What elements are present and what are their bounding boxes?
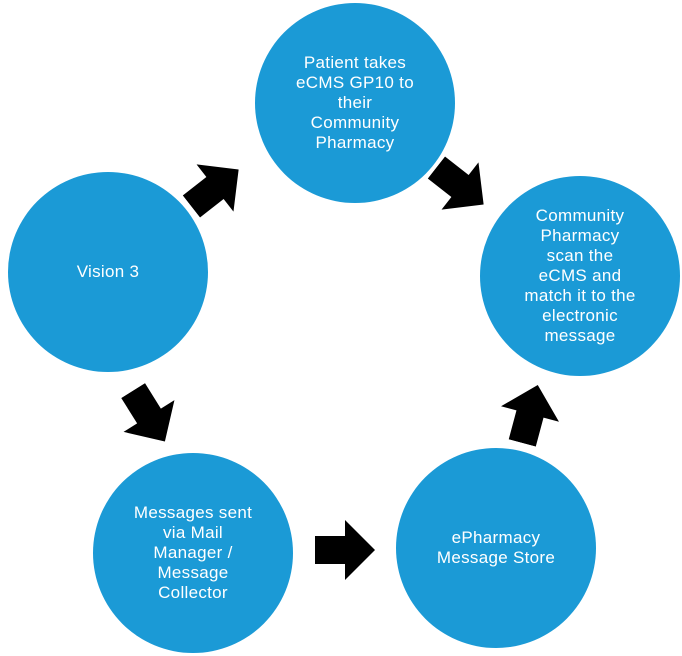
node-patient-takes-ecms: Patient takes eCMS GP10 to their Communi… [255,3,455,203]
arrow-patient-to-community [418,144,502,228]
node-community-pharmacy-scan: Community Pharmacy scan the eCMS and mat… [480,176,680,376]
arrow-vision3-to-messages [108,375,191,458]
node-epharmacy-label: ePharmacy Message Store [436,528,556,567]
block-arrow-icon [315,520,375,580]
arrow-epharmacy-to-community [493,377,566,450]
node-messages-label: Messages sent via Mail Manager / Message… [133,503,253,602]
block-arrow-icon [121,383,175,442]
node-vision-3: Vision 3 [8,172,208,372]
block-arrow-icon [427,156,484,210]
node-messages-sent-mail-manager: Messages sent via Mail Manager / Message… [93,453,293,653]
block-arrow-icon [501,385,559,447]
node-community-label: Community Pharmacy scan the eCMS and mat… [524,206,636,345]
node-patient-label: Patient takes eCMS GP10 to their Communi… [296,53,414,152]
block-arrow-icon [182,164,239,218]
node-vision-label: Vision 3 [76,262,140,282]
arrow-vision3-to-patient [173,146,257,230]
node-epharmacy-message-store: ePharmacy Message Store [396,448,596,648]
arrow-messages-to-epharmacy [315,520,375,580]
